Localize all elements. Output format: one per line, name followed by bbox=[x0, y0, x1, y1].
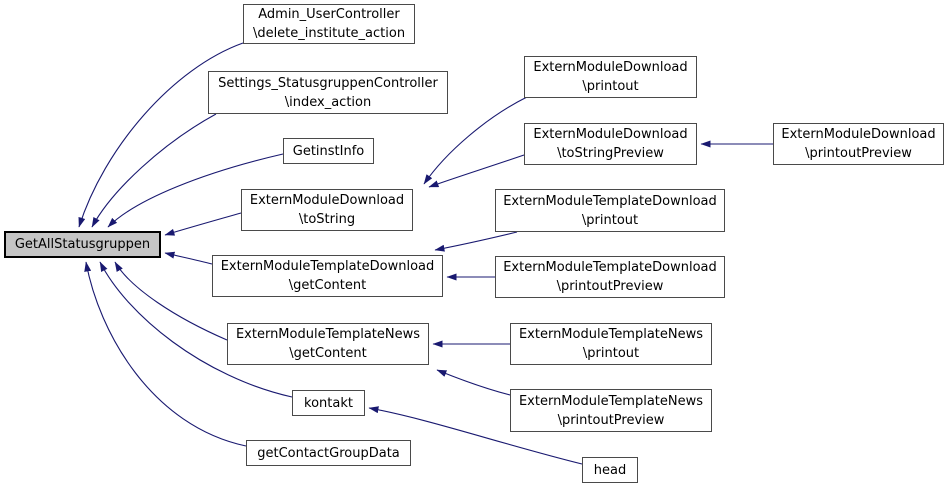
node-label-line: ExternModuleTemplateDownload bbox=[220, 259, 435, 274]
edge-externmoduledownload-tostringpreview-to-externmoduledownload-tostring bbox=[428, 154, 525, 188]
node-getcontactgroupdata[interactable]: getContactGroupData bbox=[246, 440, 411, 466]
node-label-line: ExternModuleTemplateNews bbox=[235, 327, 421, 342]
node-externmoduledownload-tostringpreview[interactable]: ExternModuleDownload \toStringPreview bbox=[524, 123, 697, 165]
node-settings-statusgruppencontroller-index-action[interactable]: Settings_StatusgruppenController \index_a… bbox=[208, 71, 448, 114]
node-label-line: \toString bbox=[298, 212, 356, 227]
node-kontakt[interactable]: kontakt bbox=[292, 390, 365, 416]
node-label-line: \printoutPreview bbox=[557, 412, 665, 428]
node-label-line: kontakt bbox=[304, 395, 353, 411]
node-label-line: \printout bbox=[582, 346, 640, 361]
edge-externmoduletemplatenews-getcontent-to-getallstatusgruppen bbox=[114, 261, 228, 341]
node-externmoduledownload-tostring[interactable]: ExternModuleDownload \toString bbox=[241, 189, 413, 231]
node-externmoduletemplatenews-getcontent[interactable]: ExternModuleTemplateNews \getContent bbox=[227, 323, 429, 365]
edge-kontakt-to-getallstatusgruppen bbox=[99, 261, 293, 398]
edge-externmoduletemplatenews-printoutpreview-to-externmoduletemplatenews-getcontent bbox=[436, 369, 511, 396]
node-label-line: \printout bbox=[581, 212, 639, 228]
edge-externmoduledownload-tostring-to-getallstatusgruppen bbox=[164, 212, 242, 236]
node-label-line: \printoutPreview bbox=[556, 279, 664, 294]
node-label-line: GetinstInfo bbox=[292, 143, 365, 159]
node-label-line: \printoutPreview bbox=[805, 146, 912, 161]
node-externmoduletemplatedownload-printout[interactable]: ExternModuleTemplateDownload \printout bbox=[495, 189, 725, 232]
node-label-line: \delete_institute_action bbox=[252, 26, 406, 41]
node-label-line: ExternModuleTemplateDownload bbox=[503, 260, 717, 275]
node-externmoduledownload-printout[interactable]: ExternModuleDownload \printout bbox=[524, 56, 697, 98]
edge-externmoduledownload-printout-to-externmoduledownload-tostring bbox=[423, 96, 528, 185]
node-head[interactable]: head bbox=[582, 457, 638, 483]
edge-externmoduletemplatedownload-getcontent-to-getallstatusgruppen bbox=[164, 251, 213, 265]
node-getinstinfo[interactable]: GetinstInfo bbox=[283, 138, 374, 164]
node-label-line: \getContent bbox=[288, 278, 367, 293]
edge-head-to-kontakt bbox=[368, 406, 583, 465]
node-externmoduledownload-printoutpreview[interactable]: ExternModuleDownload \printoutPreview bbox=[773, 123, 944, 165]
edge-externmoduletemplatedownload-printout-to-externmoduletemplatedownload-getcontent bbox=[434, 231, 518, 252]
node-externmoduletemplatenews-printoutpreview[interactable]: ExternModuleTemplateNews \printoutPreview bbox=[510, 389, 712, 432]
node-label-line: getContactGroupData bbox=[257, 445, 400, 461]
edge-getcontactgroupdata-to-getallstatusgruppen bbox=[84, 261, 247, 447]
edge-admin-usercontroller-delete-institute-action-to-getallstatusgruppen bbox=[78, 42, 244, 228]
node-label-line: ExternModuleTemplateDownload bbox=[503, 193, 717, 209]
edge-getinstinfo-to-getallstatusgruppen bbox=[107, 153, 284, 228]
node-label-line: \index_action bbox=[284, 94, 372, 110]
node-label-line: \printout bbox=[582, 79, 639, 94]
node-label-line: ExternModuleDownload bbox=[533, 127, 688, 142]
node-label-line: ExternModuleTemplateNews bbox=[518, 393, 704, 409]
node-label-line: \toStringPreview bbox=[557, 146, 664, 161]
node-label-line: ExternModuleTemplateNews bbox=[518, 327, 704, 342]
node-label-line: ExternModuleDownload bbox=[781, 127, 936, 142]
node-externmoduletemplatedownload-getcontent[interactable]: ExternModuleTemplateDownload \getContent bbox=[212, 255, 443, 297]
node-externmoduletemplatenews-printout[interactable]: ExternModuleTemplateNews \printout bbox=[510, 323, 712, 365]
node-label-line: ExternModuleDownload bbox=[249, 193, 405, 208]
node-label-line: Admin_UserController bbox=[258, 7, 400, 22]
edge-settings-statusgruppencontroller-index-action-to-getallstatusgruppen bbox=[91, 113, 217, 228]
node-label-line: ExternModuleDownload bbox=[533, 60, 688, 75]
node-getallstatusgruppen[interactable]: GetAllStatusgruppen bbox=[4, 231, 161, 258]
node-admin-usercontroller-delete-institute-action[interactable]: Admin_UserController \delete_institute_ac… bbox=[243, 4, 415, 44]
node-label-line: head bbox=[593, 462, 627, 478]
node-externmoduletemplatedownload-printoutpreview[interactable]: ExternModuleTemplateDownload \printoutPre… bbox=[495, 256, 725, 298]
node-label-line: Settings_StatusgruppenController bbox=[218, 75, 438, 91]
node-label-line: GetAllStatusgruppen bbox=[14, 237, 151, 252]
node-label-line: \getContent bbox=[289, 346, 367, 361]
